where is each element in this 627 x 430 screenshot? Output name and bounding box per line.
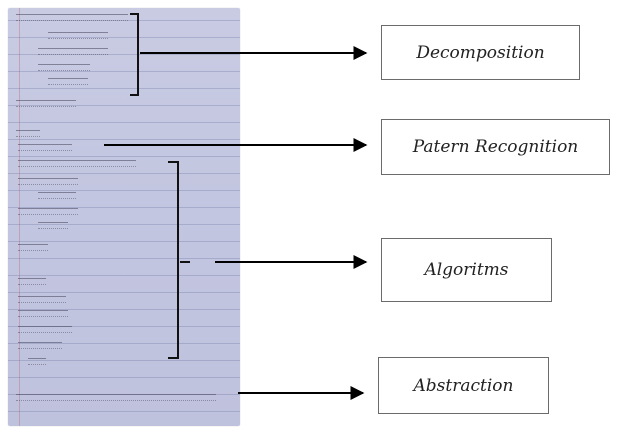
pattern-recognition-box: Patern Recognition	[381, 119, 610, 175]
handwriting-stroke	[18, 296, 66, 303]
handwriting-stroke	[16, 14, 128, 21]
notebook-rule-line	[8, 190, 240, 191]
handwriting-stroke	[38, 48, 108, 55]
handwriting-stroke	[18, 160, 136, 167]
handwriting-stroke	[48, 78, 88, 85]
notebook-rule-line	[8, 173, 240, 174]
handwriting-stroke	[16, 100, 76, 107]
notebook-rule-line	[8, 360, 240, 361]
handwriting-stroke	[18, 178, 78, 185]
handwriting-stroke	[28, 358, 46, 365]
notebook-rule-line	[8, 258, 240, 259]
decomposition-box: Decomposition	[381, 25, 580, 80]
handwriting-stroke	[16, 394, 216, 401]
handwriting-stroke	[18, 310, 68, 317]
notebook-rule-line	[8, 326, 240, 327]
notebook-rule-line	[8, 275, 240, 276]
notebook-rule-line	[8, 88, 240, 89]
handwriting-stroke	[38, 64, 90, 71]
handwriting-stroke	[38, 222, 68, 229]
handwriting-stroke	[18, 244, 48, 251]
handwriting-stroke	[18, 342, 62, 349]
notebook-rule-line	[8, 37, 240, 38]
handwriting-stroke	[18, 278, 46, 285]
notebook-margin-line	[19, 8, 20, 426]
algorithms-label: Algoritms	[424, 260, 509, 280]
notebook-rule-line	[8, 139, 240, 140]
decomposition-label: Decomposition	[416, 42, 545, 63]
notebook-rule-line	[8, 207, 240, 208]
pattern-recognition-label: Patern Recognition	[412, 137, 579, 157]
decomposition-bracket	[130, 13, 139, 96]
notebook-rule-line	[8, 377, 240, 378]
notebook-rule-line	[8, 411, 240, 412]
notebook-rule-line	[8, 71, 240, 72]
notebook-rule-line	[8, 122, 240, 123]
handwriting-stroke	[18, 208, 78, 215]
notebook-rule-line	[8, 224, 240, 225]
abstraction-label: Abstraction	[413, 375, 514, 396]
handwriting-stroke	[48, 32, 108, 39]
notebook-rule-line	[8, 20, 240, 21]
notebook-rule-line	[8, 343, 240, 344]
notebook-rule-line	[8, 309, 240, 310]
abstraction-box: Abstraction	[378, 357, 549, 414]
handwritten-notes-photo	[8, 8, 240, 426]
notebook-rule-line	[8, 105, 240, 106]
algorithms-bracket	[168, 161, 179, 359]
notebook-rule-line	[8, 156, 240, 157]
handwriting-stroke	[18, 326, 72, 333]
notebook-rule-line	[8, 292, 240, 293]
handwriting-stroke	[16, 130, 40, 137]
handwriting-stroke	[18, 144, 72, 151]
notebook-rule-line	[8, 241, 240, 242]
handwriting-stroke	[38, 192, 76, 199]
algorithms-box: Algoritms	[381, 238, 552, 302]
notebook-rule-line	[8, 54, 240, 55]
